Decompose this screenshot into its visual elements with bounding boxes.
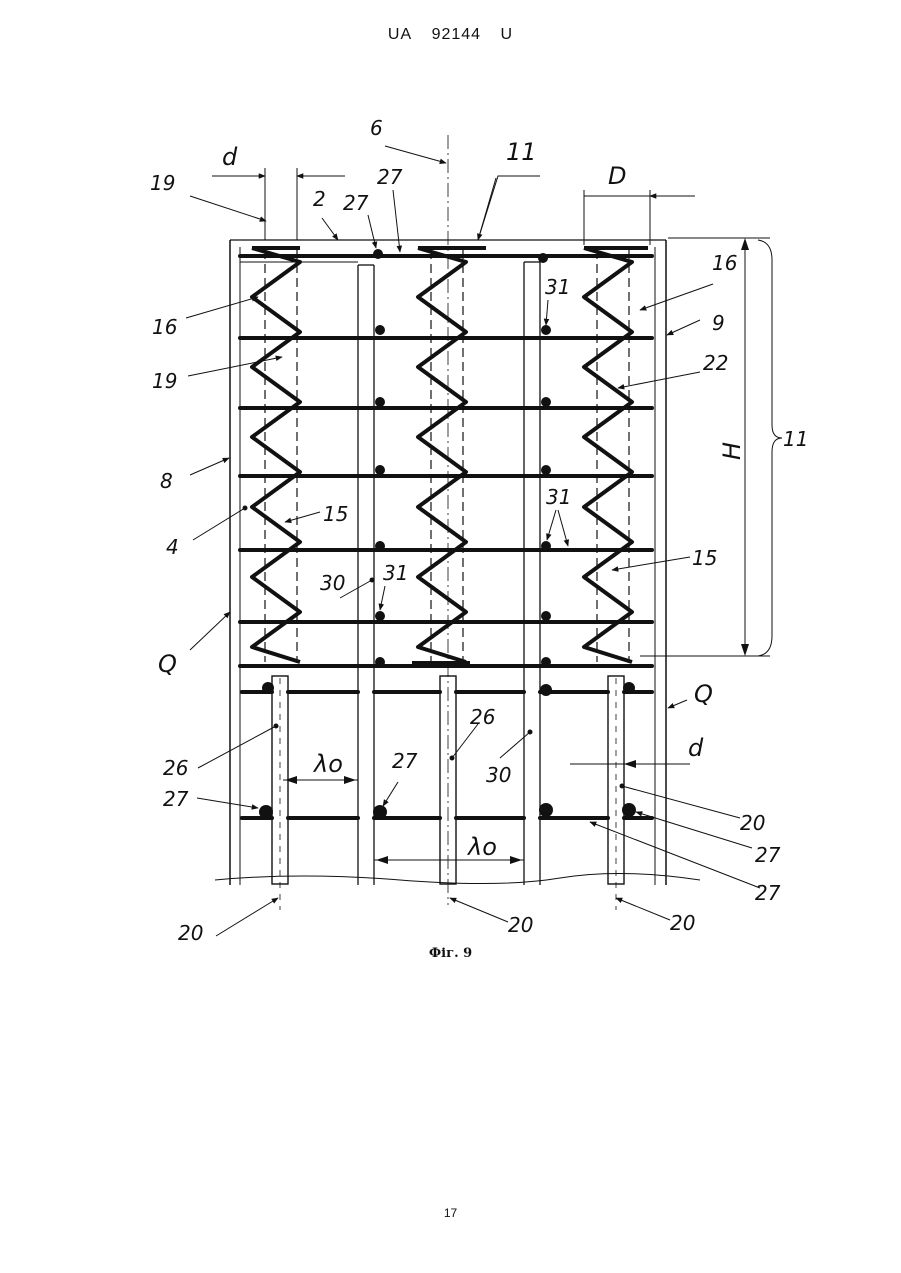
label-D: D: [608, 162, 626, 190]
label-30-right: 30: [486, 763, 511, 787]
label-31-low: 31: [383, 561, 408, 585]
label-27-mid: 27: [392, 749, 418, 773]
label-20-mid: 20: [508, 913, 533, 937]
label-2: 2: [313, 187, 326, 211]
label-9: 9: [712, 311, 725, 335]
label-27-left: 27: [163, 787, 189, 811]
label-15-right: 15: [692, 546, 717, 570]
label-11-right: 11: [783, 427, 808, 451]
label-27-right-b: 27: [755, 881, 781, 905]
label-27-a: 27: [343, 191, 369, 215]
label-19-left: 19: [152, 369, 177, 393]
page-number: 17: [0, 1206, 901, 1220]
label-8: 8: [160, 469, 173, 493]
label-15-left: 15: [323, 502, 348, 526]
label-11-top: 11: [506, 138, 537, 166]
lower-rods: [242, 692, 652, 818]
label-30-left: 30: [320, 571, 345, 595]
label-H: H: [718, 442, 746, 460]
label-16-right: 16: [712, 251, 737, 275]
label-Q-left: Q: [158, 650, 177, 678]
label-31-mid: 31: [546, 485, 571, 509]
label-16-left: 16: [152, 315, 177, 339]
label-26-left: 26: [163, 756, 188, 780]
label-19-top: 19: [150, 171, 175, 195]
label-lambda-lower: λo: [466, 833, 497, 861]
springs: [252, 248, 632, 662]
label-27-b: 27: [377, 165, 403, 189]
label-20-rightbottom: 20: [670, 911, 695, 935]
label-d-top: d: [222, 143, 238, 171]
label-4: 4: [166, 535, 179, 559]
label-27-right-a: 27: [755, 843, 781, 867]
label-26-mid: 26: [470, 705, 495, 729]
label-Q-right: Q: [694, 680, 713, 708]
figure-caption: Фіг. 9: [0, 946, 901, 961]
label-22: 22: [703, 351, 728, 375]
label-20-left: 20: [178, 921, 203, 945]
label-31-top: 31: [545, 275, 570, 299]
label-d-right: d: [688, 734, 704, 762]
label-6: 6: [370, 116, 383, 140]
label-lambda-upper: λo: [312, 750, 343, 778]
label-20-right: 20: [740, 811, 765, 835]
